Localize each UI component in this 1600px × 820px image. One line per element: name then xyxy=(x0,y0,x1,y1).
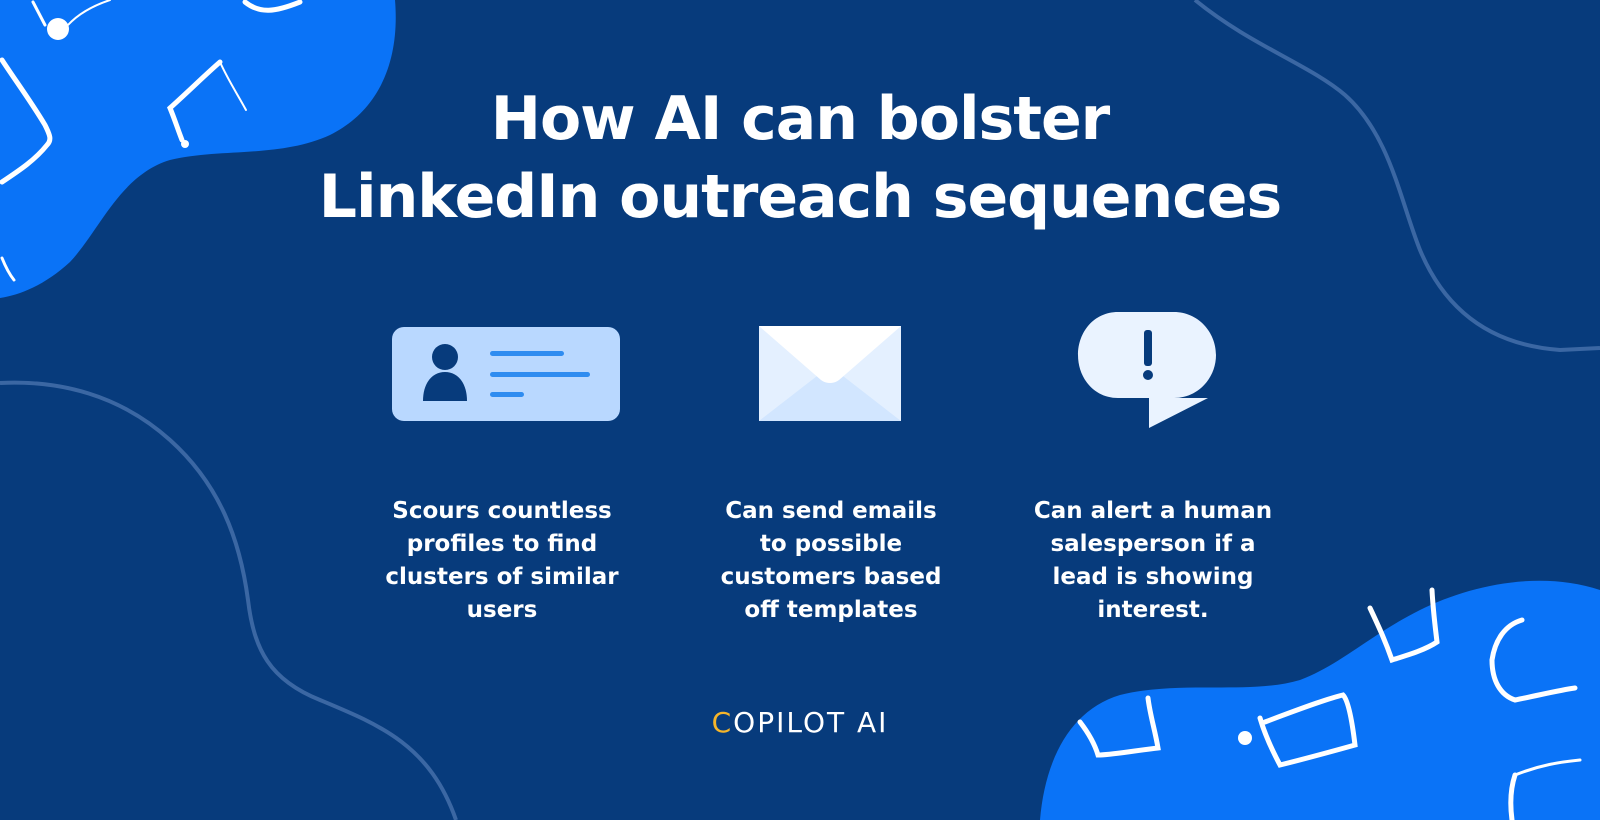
page-title-line-2: LinkedIn outreach sequences xyxy=(318,162,1282,232)
feature-1-line-3: clusters of similar xyxy=(385,564,619,590)
top-left-blob xyxy=(0,0,396,298)
alert-speech-bubble-icon xyxy=(1078,312,1216,428)
feature-description-3: Can alert a human salesperson if a lead … xyxy=(1003,495,1303,627)
feature-2-line-3: customers based xyxy=(720,564,942,590)
feature-3-line-4: interest. xyxy=(1097,597,1209,623)
profile-card-icon xyxy=(392,327,620,421)
page-title-line-1: How AI can bolster xyxy=(490,84,1110,154)
feature-1-line-1: Scours countless xyxy=(392,498,612,524)
brand-logo: COPILOT AI xyxy=(0,706,1600,739)
brand-logo-text: OPILOT AI xyxy=(733,706,889,739)
feature-description-1: Scours countless profiles to find cluste… xyxy=(352,495,652,627)
feature-2-line-1: Can send emails xyxy=(725,498,937,524)
envelope-icon xyxy=(759,326,901,421)
feature-1-line-2: profiles to find xyxy=(406,531,598,557)
feature-3-line-2: salesperson if a xyxy=(1050,531,1256,557)
feature-2-line-4: off templates xyxy=(744,597,918,623)
feature-3-line-3: lead is showing xyxy=(1052,564,1254,590)
brand-logo-accent-letter: C xyxy=(711,706,734,739)
feature-1-line-4: users xyxy=(466,597,538,623)
feature-description-2: Can send emails to possible customers ba… xyxy=(681,495,981,627)
feature-2-line-2: to possible xyxy=(759,531,903,557)
feature-3-line-1: Can alert a human xyxy=(1033,498,1273,524)
